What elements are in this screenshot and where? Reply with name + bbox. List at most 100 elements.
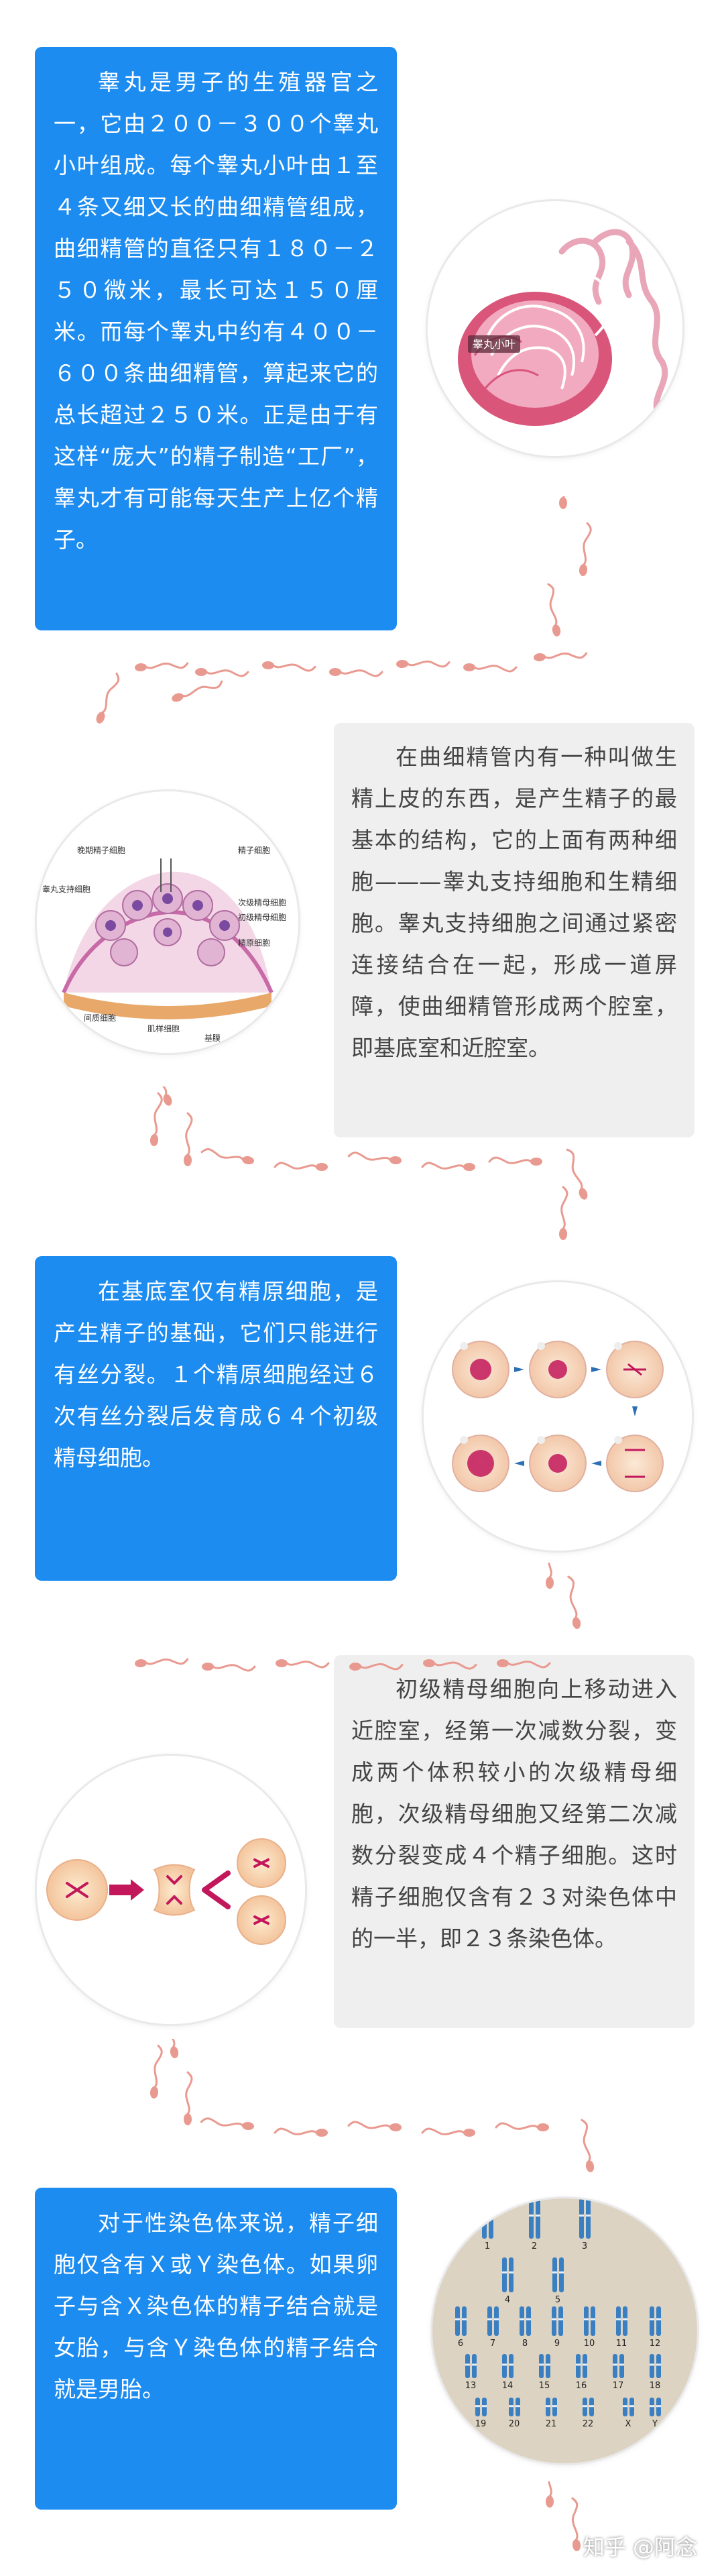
chromosome-bar [623, 2306, 627, 2336]
sperm-icon [184, 1112, 193, 1166]
tubule-label-2: 睾丸支持细胞 [42, 884, 90, 894]
chromosome-label: 8 [522, 2339, 528, 2349]
chromosome-band [552, 2318, 556, 2320]
chromosome-band [629, 2405, 634, 2408]
tubule-label-6: 间质细胞 [84, 1013, 116, 1023]
chromosome-band [509, 2363, 514, 2366]
sperm-icon [534, 652, 588, 662]
chromosome-bar [656, 2306, 661, 2336]
chromosome-bar [552, 2306, 556, 2336]
chromosome-bar [462, 2306, 467, 2336]
sperm-icon [274, 1162, 328, 1171]
chromosome-label: 14 [502, 2381, 514, 2391]
chromosome-band [586, 2215, 591, 2217]
chromosome-bar [558, 2306, 563, 2336]
chromosome-bar [472, 2354, 477, 2378]
chromosome-label: 3 [582, 2241, 587, 2251]
chromosome-label: 11 [616, 2339, 627, 2349]
chromosome-bar [526, 2306, 531, 2336]
chromosome-band [591, 2318, 595, 2320]
tubule-label-0: 晚期精子细胞 [77, 846, 125, 855]
chromosome-band [650, 2318, 654, 2320]
sperm-icon [581, 2119, 595, 2172]
testis-illustration: 睾丸小叶 [428, 201, 682, 456]
chromosome-label: 19 [475, 2419, 487, 2429]
chromosome-band [472, 2363, 477, 2366]
chromosome-bar [584, 2306, 589, 2336]
chromosome-label: 20 [509, 2419, 520, 2429]
sperm-icon [96, 672, 120, 724]
chromosome-band [475, 2405, 480, 2408]
chromosome-bar [619, 2354, 624, 2378]
chromosome-band [502, 2363, 507, 2366]
chromosome-band [584, 2318, 589, 2320]
sperm-icon [547, 583, 561, 636]
chromosome-band [509, 2271, 514, 2274]
chromosome-band [656, 2363, 661, 2366]
chromosome-bar [482, 2198, 487, 2239]
sperm-icon [559, 496, 568, 509]
chromosome-band [589, 2405, 594, 2408]
sperm-icon [202, 1663, 256, 1672]
chromosome-bar [616, 2306, 621, 2336]
chromosome-label: 4 [505, 2295, 510, 2305]
sperm-icon [195, 668, 249, 677]
chromosome-band [619, 2363, 624, 2366]
tubule-label-7: 肌样细胞 [147, 1023, 180, 1033]
mitosis-illustration [424, 1282, 692, 1551]
tubule-label-5: 精原细胞 [238, 938, 270, 948]
chromosome-band [559, 2271, 564, 2274]
meiosis-division-diagram [37, 1756, 305, 2024]
paragraph-seminiferous-epithelium: 在曲细精管内有一种叫做生精上皮的东西，是产生精子的最基本的结构，它的上面有两种细… [351, 744, 677, 1061]
chromosome-label: 17 [613, 2381, 624, 2391]
chromosome-band [623, 2405, 627, 2408]
chromosome-bar [455, 2306, 460, 2336]
chromosome-band [656, 2405, 661, 2408]
sperm-icon [329, 668, 383, 677]
seminiferous-tubule-illustration: 晚期精子细胞 精子细胞 睾丸支持细胞 次级精母细胞 初级精母细胞 精原细胞 间质… [37, 791, 298, 1053]
chromosome-band [539, 2363, 544, 2366]
chromosome-bar [509, 2354, 514, 2378]
sperm-icon [276, 1659, 330, 1669]
sperm-icon [421, 1162, 475, 1171]
chromosome-bar [586, 2198, 591, 2239]
sperm-icon [149, 1092, 163, 1146]
chromosome-band [656, 2318, 661, 2320]
tubule-label-3: 次级精母细胞 [238, 898, 286, 907]
sperm-icon [567, 1575, 581, 1629]
sperm-icon [262, 661, 316, 672]
tubule-cross-section-diagram: 晚期精子细胞 精子细胞 睾丸支持细胞 次级精母细胞 初级精母细胞 精原细胞 间质… [37, 791, 298, 1053]
chromosome-band [526, 2318, 531, 2320]
paragraph-spermatogonia: 在基底室仅有精原细胞，是产生精子的基础，它们只能进行有丝分裂。１个精原细胞经过６… [54, 1278, 378, 1471]
chromosome-band [482, 2405, 487, 2408]
watermark: 知乎 @阿念 [583, 2534, 697, 2560]
chromosome-band [558, 2318, 563, 2320]
chromosome-band [650, 2405, 654, 2408]
chromosome-bar [552, 2257, 557, 2292]
chromosome-band [576, 2363, 581, 2366]
sperm-trail-4 [149, 2039, 595, 2172]
sperm-icon [165, 2039, 179, 2058]
text-box-spermatogonia: 在基底室仅有精原细胞，是产生精子的基础，它们只能进行有丝分裂。１个精原细胞经过６… [35, 1256, 397, 1581]
sperm-icon [150, 1086, 172, 1106]
mitosis-stages-diagram [424, 1282, 692, 1551]
chromosome-bar [520, 2306, 524, 2336]
chromosome-bar [487, 2306, 492, 2336]
chromosome-band [546, 2405, 550, 2408]
chromosome-band [552, 2405, 557, 2408]
chromosome-bar [539, 2354, 544, 2378]
chromosome-bar [576, 2354, 581, 2378]
sperm-icon [546, 2481, 555, 2508]
chromosome-label: 9 [554, 2339, 560, 2349]
chromosome-label: 18 [650, 2381, 661, 2391]
chromosome-label: 6 [458, 2339, 463, 2349]
sperm-icon [488, 1156, 542, 1166]
chromosome-bar [465, 2354, 470, 2378]
text-box-testis-intro: 睾丸是男子的生殖器官之一，它由２００－３００个睾丸小叶组成。每个睾丸小叶由１至４… [35, 47, 397, 630]
sperm-icon [347, 2121, 402, 2132]
text-box-sex-chromosome: 对于性染色体来说，精子细胞仅含有Ｘ或Ｙ染色体。如果卵子与含Ｘ染色体的精子结合就是… [35, 2188, 397, 2510]
chromosome-label: 12 [650, 2339, 661, 2349]
chromosome-band [520, 2318, 524, 2320]
paragraph-meiosis: 初级精母细胞向上移动进入近腔室，经第一次减数分裂，变成两个体积较小的次级精母细胞… [351, 1676, 677, 1952]
